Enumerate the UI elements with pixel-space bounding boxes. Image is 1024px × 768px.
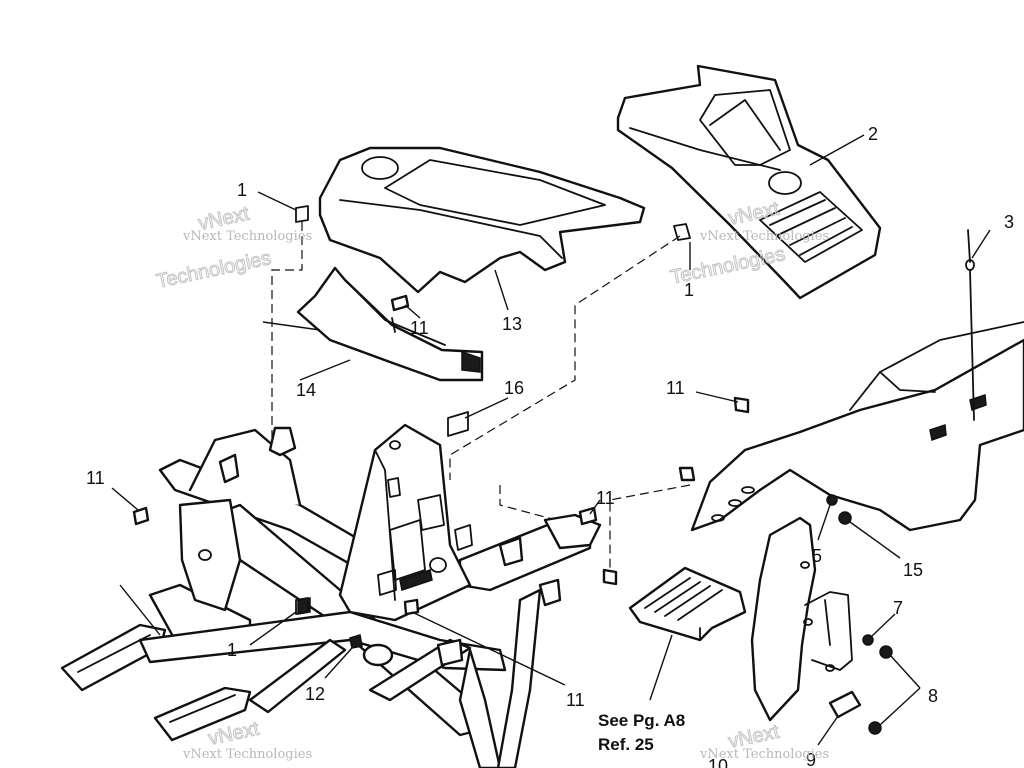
callout-15: 15	[903, 560, 923, 580]
callout-3: 3	[1004, 212, 1014, 232]
mud-flap	[750, 516, 853, 722]
center-mount-tower	[338, 423, 473, 622]
callout-7: 7	[893, 598, 903, 618]
callout-11: 11	[666, 378, 685, 398]
callout-11: 11	[86, 468, 105, 488]
callout-11: 11	[596, 488, 615, 508]
watermark-company: vNext Technologies	[699, 747, 829, 762]
fender-hardware	[826, 494, 893, 735]
callout-11: 11	[410, 318, 429, 338]
callout-1: 1	[227, 640, 237, 660]
callout-12: 12	[305, 684, 325, 704]
callout-10: 10	[708, 756, 728, 768]
callout-14: 14	[296, 380, 316, 400]
reference-note-line-1: See Pg. A8	[598, 711, 685, 730]
callout-16: 16	[504, 378, 524, 398]
reference-note: See Pg. A8 Ref. 25	[598, 711, 685, 754]
right-rear-fender	[690, 321, 1024, 532]
watermark-word-2: Technologies	[668, 243, 787, 289]
frame-chassis	[60, 426, 602, 768]
callout-5: 5	[812, 546, 822, 566]
callout-2: 2	[868, 124, 878, 144]
part-16-label	[447, 411, 469, 437]
watermark-company: vNext Technologies	[182, 229, 312, 244]
part-13-fender-cover	[318, 146, 646, 294]
callout-9: 9	[806, 750, 816, 768]
part-2-rear-housing	[616, 64, 882, 300]
part-3-whip	[965, 229, 975, 421]
callout-1: 1	[237, 180, 247, 200]
footrest-step-reference	[628, 566, 747, 642]
callout-8: 8	[928, 686, 938, 706]
watermark-company: vNext Technologies	[699, 229, 829, 244]
callout-leader-lines	[111, 134, 991, 746]
watermark-company: vNext Technologies	[182, 747, 312, 762]
watermark-word-2: Technologies	[154, 247, 273, 293]
callout-numbers: 1 1 1 2 3 5 7 8 9 10 11 11 11 11 11 12 1…	[86, 124, 1014, 768]
callout-13: 13	[502, 314, 522, 334]
callout-1: 1	[684, 280, 694, 300]
part-14-splash-guard	[296, 266, 484, 382]
reference-note-line-2: Ref. 25	[598, 735, 654, 754]
callout-11: 11	[566, 690, 585, 710]
